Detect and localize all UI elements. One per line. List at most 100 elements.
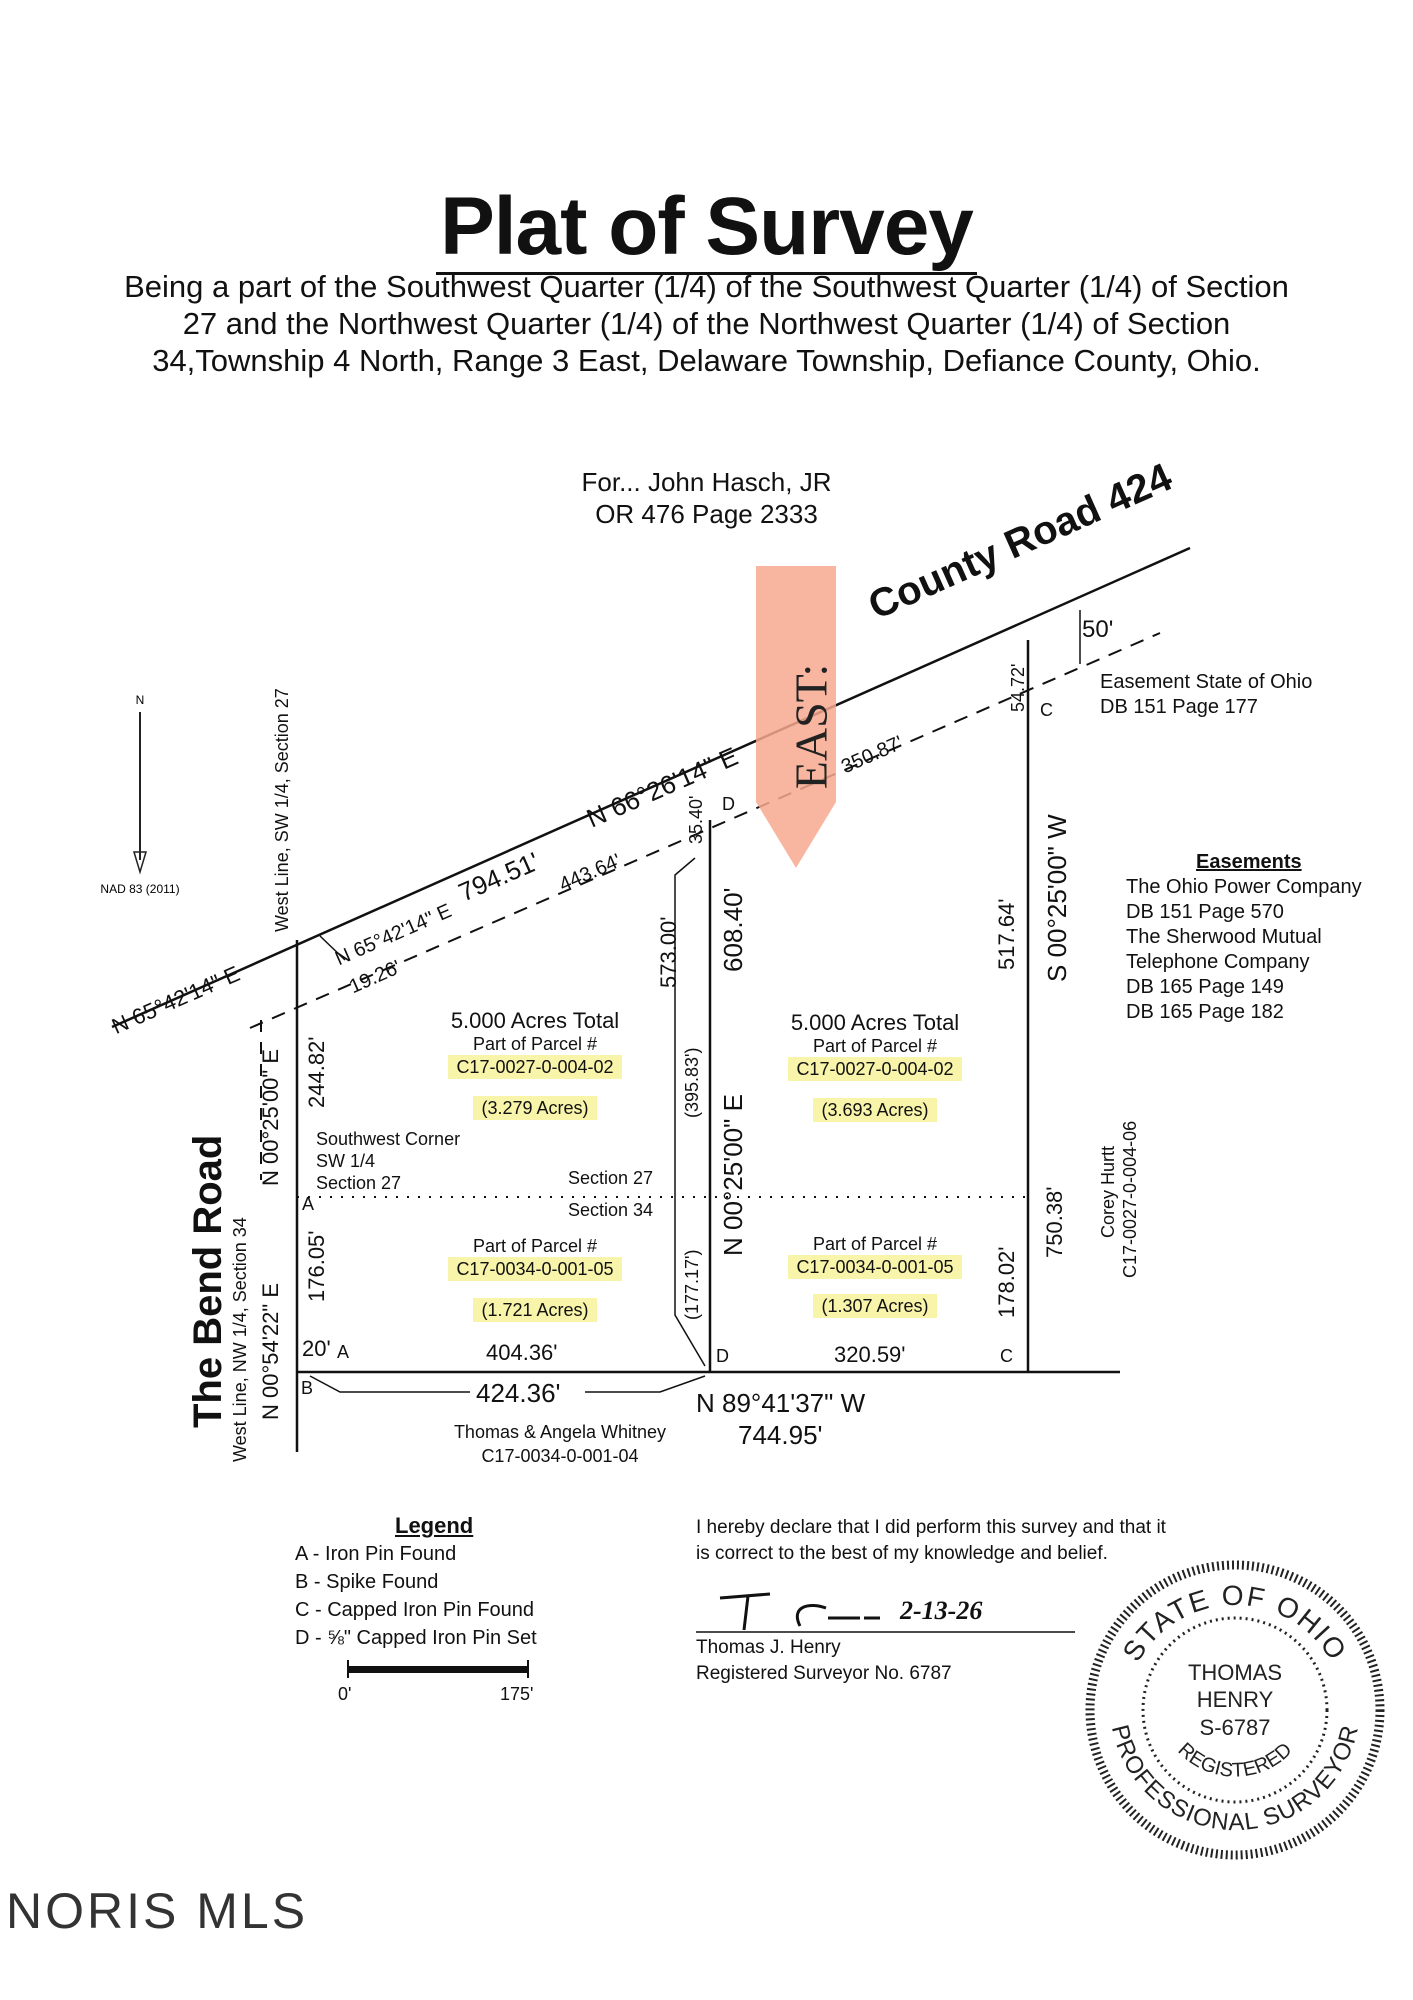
distance-424: 424.36' bbox=[476, 1378, 561, 1408]
sticky-note-text: EAST: bbox=[785, 663, 837, 790]
right-part-label: Part of Parcel # bbox=[812, 1036, 938, 1056]
left-parcel-number-34: C17-0034-0-001-05 bbox=[448, 1257, 622, 1281]
road-width-label: 50' bbox=[1082, 616, 1114, 643]
surveyor-block: Thomas J. Henry Registered Surveyor No. … bbox=[696, 1635, 952, 1687]
point-b: B bbox=[301, 1378, 314, 1398]
sw-corner-line1: Southwest Corner bbox=[316, 1129, 461, 1149]
right-parcel-34: Part of Parcel # C17-0034-0-001-05 (1.30… bbox=[740, 1234, 1010, 1318]
neighbor-whitney-name: Thomas & Angela Whitney bbox=[453, 1422, 667, 1442]
surveyor-seal: STATE OF OHIO PROFESSIONAL SURVEYOR REGI… bbox=[1085, 1560, 1385, 1860]
sticky-note-shape bbox=[756, 566, 836, 868]
neighbor-whitney: Thomas & Angela Whitney C17-0034-0-001-0… bbox=[420, 1420, 700, 1468]
scale-bar bbox=[347, 1660, 529, 1678]
dimension-573 bbox=[674, 857, 706, 1367]
distance-20: 20' bbox=[302, 1336, 331, 1361]
right-parcel-27: 5.000 Acres Total Part of Parcel # C17-0… bbox=[740, 1010, 1010, 1122]
seal-name1: THOMAS bbox=[1188, 1660, 1282, 1685]
distance-35: 35.40' bbox=[686, 795, 706, 844]
distance-608: 608.40' bbox=[718, 887, 748, 973]
svg-text:REGISTERED: REGISTERED bbox=[1174, 1739, 1297, 1782]
bend-road-label: The Bend Road bbox=[186, 1134, 230, 1428]
point-a-top: A bbox=[302, 1194, 315, 1214]
point-d-bottom: D bbox=[716, 1346, 729, 1366]
easements-heading: Easements bbox=[1196, 851, 1302, 873]
right-total: 5.000 Acres Total bbox=[790, 1010, 960, 1035]
sw-corner-label: Southwest Corner SW 1/4 Section 27 bbox=[316, 1128, 460, 1194]
left-part-label-34: Part of Parcel # bbox=[472, 1236, 598, 1256]
right-parcel-number-34: C17-0034-0-001-05 bbox=[788, 1255, 962, 1279]
page-title: Plat of Survey bbox=[0, 180, 1413, 275]
legend-item: D - ⅝" Capped Iron Pin Set bbox=[295, 1627, 537, 1649]
legend-item: C - Capped Iron Pin Found bbox=[295, 1599, 535, 1621]
watermark: NORIS MLS bbox=[6, 1883, 309, 1939]
client-name: For... John Hasch, JR bbox=[581, 467, 832, 497]
left-parcel-27: 5.000 Acres Total Part of Parcel # C17-0… bbox=[400, 1008, 670, 1120]
bearing-n89: N 89°41'37" W bbox=[696, 1388, 866, 1418]
point-c-bottom: C bbox=[1000, 1346, 1013, 1366]
distance-395: (395.83') bbox=[682, 1047, 702, 1118]
left-part-label: Part of Parcel # bbox=[472, 1034, 598, 1054]
left-acres-27: (3.279 Acres) bbox=[473, 1096, 597, 1120]
sw-corner-line2: SW 1/4 bbox=[316, 1151, 376, 1171]
svg-text:STATE OF OHIO: STATE OF OHIO bbox=[1116, 1580, 1353, 1667]
seal-top-text: STATE OF OHIO bbox=[1116, 1580, 1351, 1667]
seal-number: S-6787 bbox=[1200, 1715, 1271, 1740]
distance-750: 750.38' bbox=[1042, 1186, 1067, 1259]
easement-line: Telephone Company bbox=[1126, 951, 1310, 973]
easement-line: The Sherwood Mutual bbox=[1126, 926, 1322, 948]
county-road-centerline bbox=[111, 546, 1191, 1029]
section-27-label: Section 27 bbox=[568, 1168, 654, 1188]
west-line-label: West Line, SW 1/4, Section 27 bbox=[272, 688, 292, 932]
surveyor-registration: Registered Surveyor No. 6787 bbox=[696, 1663, 952, 1684]
distance-244: 244.82' bbox=[304, 1036, 329, 1109]
easement-line: DB 165 Page 182 bbox=[1126, 1001, 1284, 1023]
easements-list: Easements The Ohio Power Company DB 151 … bbox=[1126, 850, 1362, 1025]
right-acres-27: (3.693 Acres) bbox=[813, 1098, 937, 1122]
legend-heading: Legend bbox=[395, 1513, 474, 1538]
section-34-label: Section 34 bbox=[568, 1200, 654, 1220]
distance-177: (177.17') bbox=[682, 1249, 702, 1320]
north-arrow-icon bbox=[132, 712, 148, 875]
title-text: Plat of Survey bbox=[436, 181, 977, 275]
bearing-n0025-left: N 00°25'00" E bbox=[258, 1048, 283, 1186]
distance-404: 404.36' bbox=[486, 1340, 558, 1365]
distance-54: 54.72' bbox=[1008, 663, 1028, 712]
signature-icon bbox=[719, 1592, 880, 1631]
sticky-note bbox=[756, 566, 836, 868]
west-line-bottom-label: West Line, NW 1/4, Section 34 bbox=[230, 1217, 250, 1462]
right-parcel-number-27: C17-0027-0-004-02 bbox=[788, 1057, 962, 1081]
right-part-label-34: Part of Parcel # bbox=[812, 1234, 938, 1254]
left-acres-34: (1.721 Acres) bbox=[473, 1298, 597, 1322]
scale-start: 0' bbox=[338, 1684, 352, 1704]
neighbor-corey: Corey Hurtt bbox=[1098, 1145, 1118, 1238]
right-of-way-line bbox=[249, 632, 1161, 1029]
easement-state-line1: Easement State of Ohio bbox=[1100, 671, 1313, 693]
bearing-s0025: S 00°25'00" W bbox=[1042, 814, 1072, 982]
legend: Legend A - Iron Pin Found B - Spike Foun… bbox=[295, 1512, 537, 1652]
north-label: N bbox=[136, 693, 145, 707]
easement-state-line2: DB 151 Page 177 bbox=[1100, 696, 1258, 718]
seal-name2: HENRY bbox=[1197, 1687, 1274, 1712]
distance-176: 176.05' bbox=[304, 1230, 329, 1303]
distance-517: 517.64' bbox=[994, 898, 1019, 971]
legend-item: A - Iron Pin Found bbox=[295, 1543, 457, 1565]
easement-line: DB 165 Page 149 bbox=[1126, 976, 1284, 998]
right-acres-34: (1.307 Acres) bbox=[813, 1294, 937, 1318]
easement-state: Easement State of Ohio DB 151 Page 177 bbox=[1100, 670, 1312, 720]
point-c-top: C bbox=[1040, 700, 1053, 720]
distance-320: 320.59' bbox=[834, 1342, 906, 1367]
certification-text: I hereby declare that I did perform this… bbox=[696, 1517, 1166, 1564]
scale-end: 175' bbox=[500, 1684, 534, 1704]
left-total: 5.000 Acres Total bbox=[450, 1008, 620, 1033]
easement-line: DB 151 Page 570 bbox=[1126, 901, 1284, 923]
neighbor-whitney-parcel: C17-0034-0-001-04 bbox=[481, 1446, 639, 1466]
signature-date: 2-13-26 bbox=[900, 1596, 983, 1625]
legend-item: B - Spike Found bbox=[295, 1571, 439, 1593]
plat-description: Being a part of the Southwest Quarter (1… bbox=[124, 269, 1289, 378]
distance-573: 573.00' bbox=[656, 916, 681, 989]
surveyor-name: Thomas J. Henry bbox=[696, 1637, 841, 1658]
easement-line: The Ohio Power Company bbox=[1126, 876, 1362, 898]
left-parcel-34: Part of Parcel # C17-0034-0-001-05 (1.72… bbox=[400, 1236, 670, 1322]
bearing-n0054: N 00°54'22" E bbox=[258, 1282, 283, 1420]
